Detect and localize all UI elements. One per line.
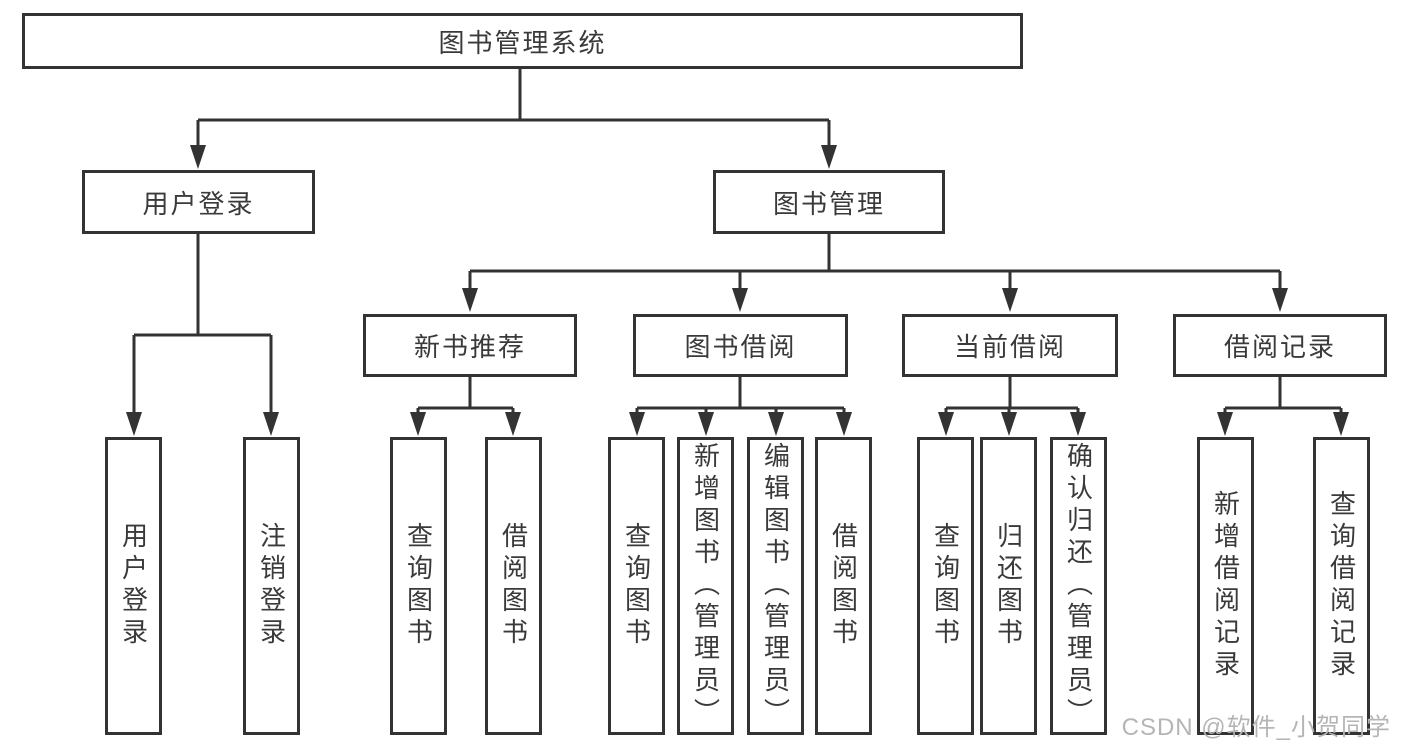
leaf-edit-book-admin: 编辑图书（管理员） bbox=[747, 437, 804, 735]
connector-root-to-level2 bbox=[196, 66, 831, 150]
node-borrow-records: 借阅记录 bbox=[1173, 314, 1387, 377]
leaf-logout: 注销登录 bbox=[243, 437, 300, 735]
node-current-borrow: 当前借阅 bbox=[902, 314, 1118, 377]
leaf-user-login: 用户登录 bbox=[105, 437, 162, 735]
connector-new-book-children bbox=[416, 377, 515, 418]
connector-book-mgmt-children bbox=[468, 234, 1282, 293]
connector-user-login-children bbox=[132, 234, 273, 418]
leaf-borrow-books-borrow: 借阅图书 bbox=[815, 437, 872, 735]
leaf-query-books-borrow: 查询图书 bbox=[608, 437, 665, 735]
leaf-return-book: 归还图书 bbox=[980, 437, 1037, 735]
csdn-watermark: CSDN @软件_小贺同学 bbox=[1121, 714, 1391, 741]
node-root-system: 图书管理系统 bbox=[22, 13, 1023, 69]
leaf-query-books: 查询图书 bbox=[390, 437, 447, 735]
connector-borrow-record-children bbox=[1223, 377, 1343, 418]
node-book-management: 图书管理 bbox=[713, 170, 945, 234]
arrowheads bbox=[126, 145, 1349, 436]
leaf-query-borrow-record: 查询借阅记录 bbox=[1313, 437, 1370, 735]
leaf-borrow-books: 借阅图书 bbox=[485, 437, 542, 735]
leaf-confirm-return-admin: 确认归还（管理员） bbox=[1050, 437, 1107, 735]
leaf-add-book-admin: 新增图书（管理员） bbox=[677, 437, 734, 735]
leaf-add-borrow-record: 新增借阅记录 bbox=[1197, 437, 1254, 735]
node-book-borrow: 图书借阅 bbox=[633, 314, 848, 377]
leaf-query-books-current: 查询图书 bbox=[917, 437, 974, 735]
node-new-book-recommend: 新书推荐 bbox=[363, 314, 577, 377]
node-user-login: 用户登录 bbox=[82, 170, 315, 234]
connector-current-borrow-children bbox=[944, 377, 1080, 418]
connector-book-borrow-children bbox=[635, 377, 846, 418]
